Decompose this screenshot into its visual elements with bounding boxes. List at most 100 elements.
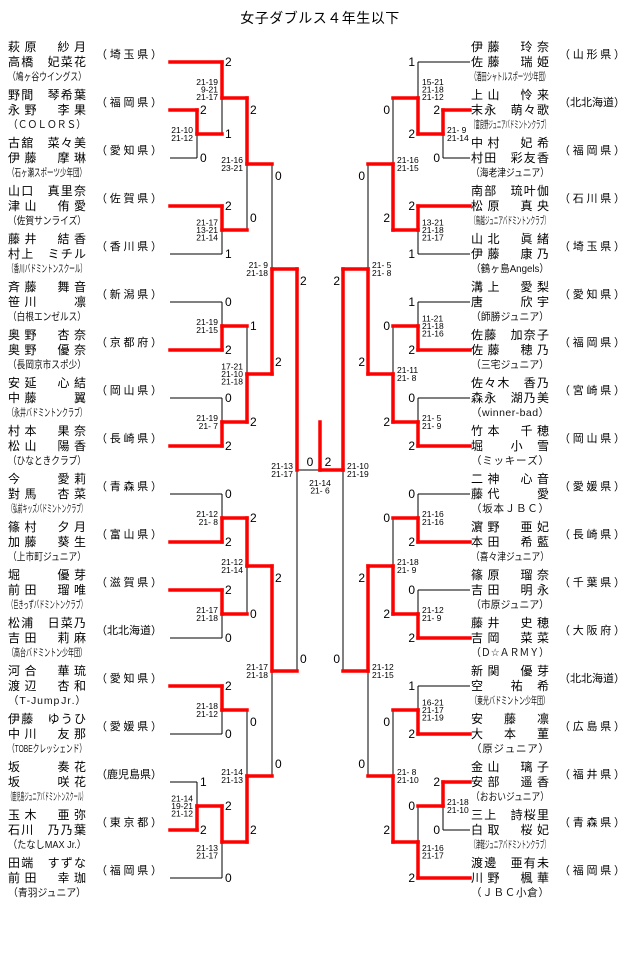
set-score: 2 xyxy=(408,631,415,645)
set-score: 2 xyxy=(250,415,257,429)
glyph: 瑠 xyxy=(57,583,70,597)
club-name: （永井バドミントンクラブ） xyxy=(8,407,86,420)
glyph: 濵 xyxy=(471,520,484,534)
game-score: 21-14 xyxy=(221,767,243,777)
glyph: 野 xyxy=(487,520,500,534)
glyph: （ xyxy=(96,97,107,109)
game-score: 21-12 xyxy=(221,557,243,567)
glyph: 田 xyxy=(487,535,500,549)
team-entry: 山北 眞緒伊藤 康乃（鶴ヶ島Angels）（埼玉県） xyxy=(471,232,627,280)
game-score: 21-18 xyxy=(397,557,419,567)
glyph: 井 xyxy=(487,616,500,630)
glyph: 県 xyxy=(137,97,149,109)
glyph: 端 xyxy=(21,856,34,870)
glyph: 有 xyxy=(523,856,536,870)
glyph: 田 xyxy=(24,583,37,597)
glyph: 原 xyxy=(482,743,493,755)
set-score: 2 xyxy=(225,199,232,213)
team-entry: 野間 琴希葉永野 李果（ＣＯＬＯＲＳ）（福岡県） xyxy=(8,88,164,136)
set-score: 2 xyxy=(408,127,415,141)
glyph: 知 xyxy=(123,145,135,157)
glyph: 奥 xyxy=(8,328,21,342)
player-name-2: 大 本 菫 xyxy=(471,727,549,742)
glyph: 亜 xyxy=(57,808,70,822)
club-text: （ＣＯＬＯＲＳ） xyxy=(8,119,87,131)
glyph: 那 xyxy=(73,727,86,741)
game-score: 21-16 xyxy=(422,843,444,853)
player-name-1: 伊藤 玲奈 xyxy=(471,40,549,55)
club-name: （巨きっずバドミントンクラブ） xyxy=(8,599,86,612)
set-score: 0 xyxy=(250,211,257,225)
game-score: 21-18 xyxy=(246,670,268,680)
glyph: 村 xyxy=(8,247,21,261)
glyph: 吉 xyxy=(471,631,484,645)
team-entry: 伊藤 玲奈佐藤 瑞姫（酒田シャトルスポーツ少年団）（山形県） xyxy=(471,40,627,88)
glyph: ） xyxy=(614,337,625,349)
game-score: 21-19 xyxy=(196,413,218,423)
prefecture: （佐賀県） xyxy=(96,191,162,207)
club-name: （鶴ヶ島Angels） xyxy=(471,263,549,276)
player-name-2: 村田 彩友香 xyxy=(471,151,549,166)
glyph: 北 xyxy=(581,97,592,109)
glyph: 菜 xyxy=(536,631,549,645)
glyph: 崎 xyxy=(123,433,135,445)
prefecture: （宮崎県） xyxy=(559,383,625,399)
glyph: 香 xyxy=(523,376,536,390)
set-score: 0 xyxy=(358,757,365,771)
prefecture: （大阪府） xyxy=(559,623,625,639)
glyph: 山 xyxy=(471,232,484,246)
glyph: 愛 xyxy=(57,472,70,486)
glyph: 妃 xyxy=(520,136,533,150)
glyph: i xyxy=(490,407,493,419)
game-score: 15-21 xyxy=(422,77,444,87)
player-name-1: 上山 怜来 xyxy=(471,88,549,103)
player-name-2: 白取 桜妃 xyxy=(471,823,549,838)
glyph: 県 xyxy=(600,817,612,829)
glyph: 果 xyxy=(57,424,70,438)
player-name-1: 堀 優芽 xyxy=(8,568,86,583)
game-score: 21- 8 xyxy=(199,517,219,527)
glyph: 琳 xyxy=(73,151,86,165)
prefecture: （福岡県） xyxy=(559,143,625,159)
glyph: （ xyxy=(96,769,107,781)
glyph: 井 xyxy=(24,232,37,246)
club-text: （市原ジュニア） xyxy=(471,599,550,611)
glyph: 広 xyxy=(572,721,584,733)
glyph: 福 xyxy=(572,337,584,349)
glyph: 弥 xyxy=(73,808,86,822)
glyph: 山 xyxy=(24,439,37,453)
glyph: 葉 xyxy=(586,577,598,589)
glyph: 県 xyxy=(137,481,149,493)
glyph: 加 xyxy=(8,535,21,549)
player-name-2: 川野 楓華 xyxy=(471,871,549,886)
glyph: 穂 xyxy=(536,616,549,630)
glyph: 潟 xyxy=(123,289,135,301)
glyph: 乃 xyxy=(536,376,549,390)
set-score: 2 xyxy=(225,55,232,69)
glyph: 安 xyxy=(471,712,484,726)
team-entry: 佐藤 加奈子佐藤 穂乃（三宅ジュニア）（福岡県） xyxy=(471,328,627,376)
glyph: 吉 xyxy=(471,583,484,597)
game-score: 21-17 xyxy=(422,705,444,715)
glyph: 里 xyxy=(60,184,73,198)
glyph: 間 xyxy=(21,88,34,102)
player-name-2: 坂 咲花 xyxy=(8,775,86,790)
glyph: 雪 xyxy=(536,439,549,453)
club-text: （TOBEクレッシェンド） xyxy=(8,743,87,755)
glyph: （ xyxy=(559,241,570,253)
glyph: 川 xyxy=(123,241,135,253)
glyph: う xyxy=(60,712,73,726)
game-score: 21-10 xyxy=(447,805,469,815)
glyph: Ｂ xyxy=(493,887,505,899)
glyph: 上 xyxy=(484,808,497,822)
glyph: 優 xyxy=(520,664,533,678)
glyph: 舞 xyxy=(57,280,70,294)
club-name: （ひなときクラブ） xyxy=(8,455,86,468)
glyph: 小 xyxy=(516,887,527,899)
set-score: 2 xyxy=(408,199,415,213)
club-text: （津軽ジュニアバドミントンクラブ） xyxy=(471,839,549,851)
game-score: 21- 8 xyxy=(397,373,417,383)
glyph: 道 xyxy=(140,625,151,637)
